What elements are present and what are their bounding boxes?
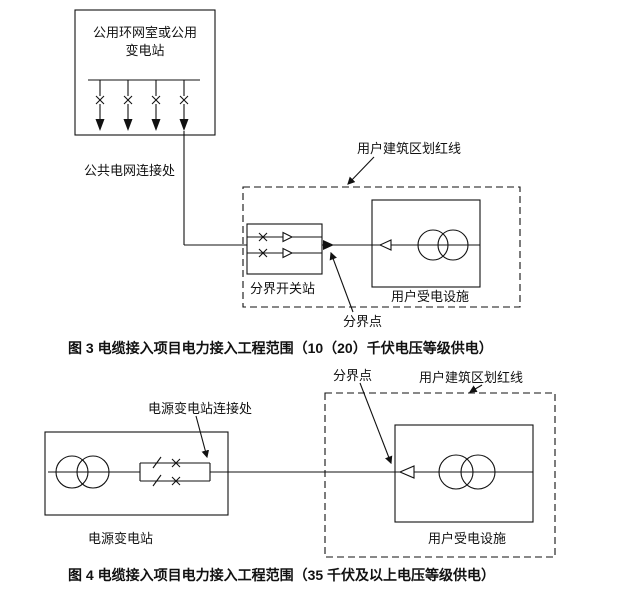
fig4-red-line-boundary-box <box>324 392 556 558</box>
fig3-caption: 图 3 电缆接入项目电力接入工程范围（10（20）千伏电压等级供电） <box>68 340 493 356</box>
fig4-source-station-box <box>44 431 229 516</box>
fig3-boundary-junction <box>322 240 372 250</box>
fig4-user-transformer-icon <box>438 454 474 490</box>
fig4-source-station-label: 电源变电站 <box>88 531 154 546</box>
fig3-public-station-box <box>74 9 216 136</box>
fig3-red-line-pointer <box>347 156 375 185</box>
fig3-source-box-label: 公用环网室或公用 变电站 <box>92 25 197 59</box>
fig3-user-facility-box <box>371 199 481 288</box>
fig3-switch-station-box <box>246 223 323 275</box>
fig3-feeder-breaker-2 <box>123 80 133 131</box>
fig3-feeder-breaker-3 <box>151 80 161 131</box>
fig4-red-line-pointer <box>469 384 483 393</box>
fig3-grid-connection-label: 公共电网连接处 <box>84 163 176 178</box>
fig3-outgoing-cable <box>183 131 247 246</box>
fig4-source-connection-label: 电源变电站连接处 <box>148 401 253 416</box>
fig3-boundary-point-label: 分界点 <box>343 314 383 329</box>
fig3-switch-station-label: 分界开关站 <box>250 281 316 296</box>
fig3-red-line-boundary-box <box>242 186 521 308</box>
fig3-feeder-breaker-4 <box>179 80 189 131</box>
fig4-user-facility-box <box>394 424 534 523</box>
fig4-boundary-point-pointer <box>359 382 393 465</box>
fig3-red-line-label: 用户建筑区划红线 <box>357 141 462 156</box>
fig4-red-line-label: 用户建筑区划红线 <box>419 370 524 385</box>
fig3-boundary-point-pointer <box>329 251 354 313</box>
fig3-user-facility-label: 用户受电设施 <box>391 289 470 304</box>
fig4-user-facility-label: 用户受电设施 <box>428 531 507 546</box>
fig4-caption: 图 4 电缆接入项目电力接入工程范围（35 千伏及以上电压等级供电） <box>68 567 496 583</box>
fig3-feeder-breaker-1 <box>95 80 105 131</box>
fig4-source-connection-pointer <box>195 415 210 459</box>
fig4-boundary-point-label: 分界点 <box>333 368 373 383</box>
fig3-transformer-icon <box>417 229 449 261</box>
